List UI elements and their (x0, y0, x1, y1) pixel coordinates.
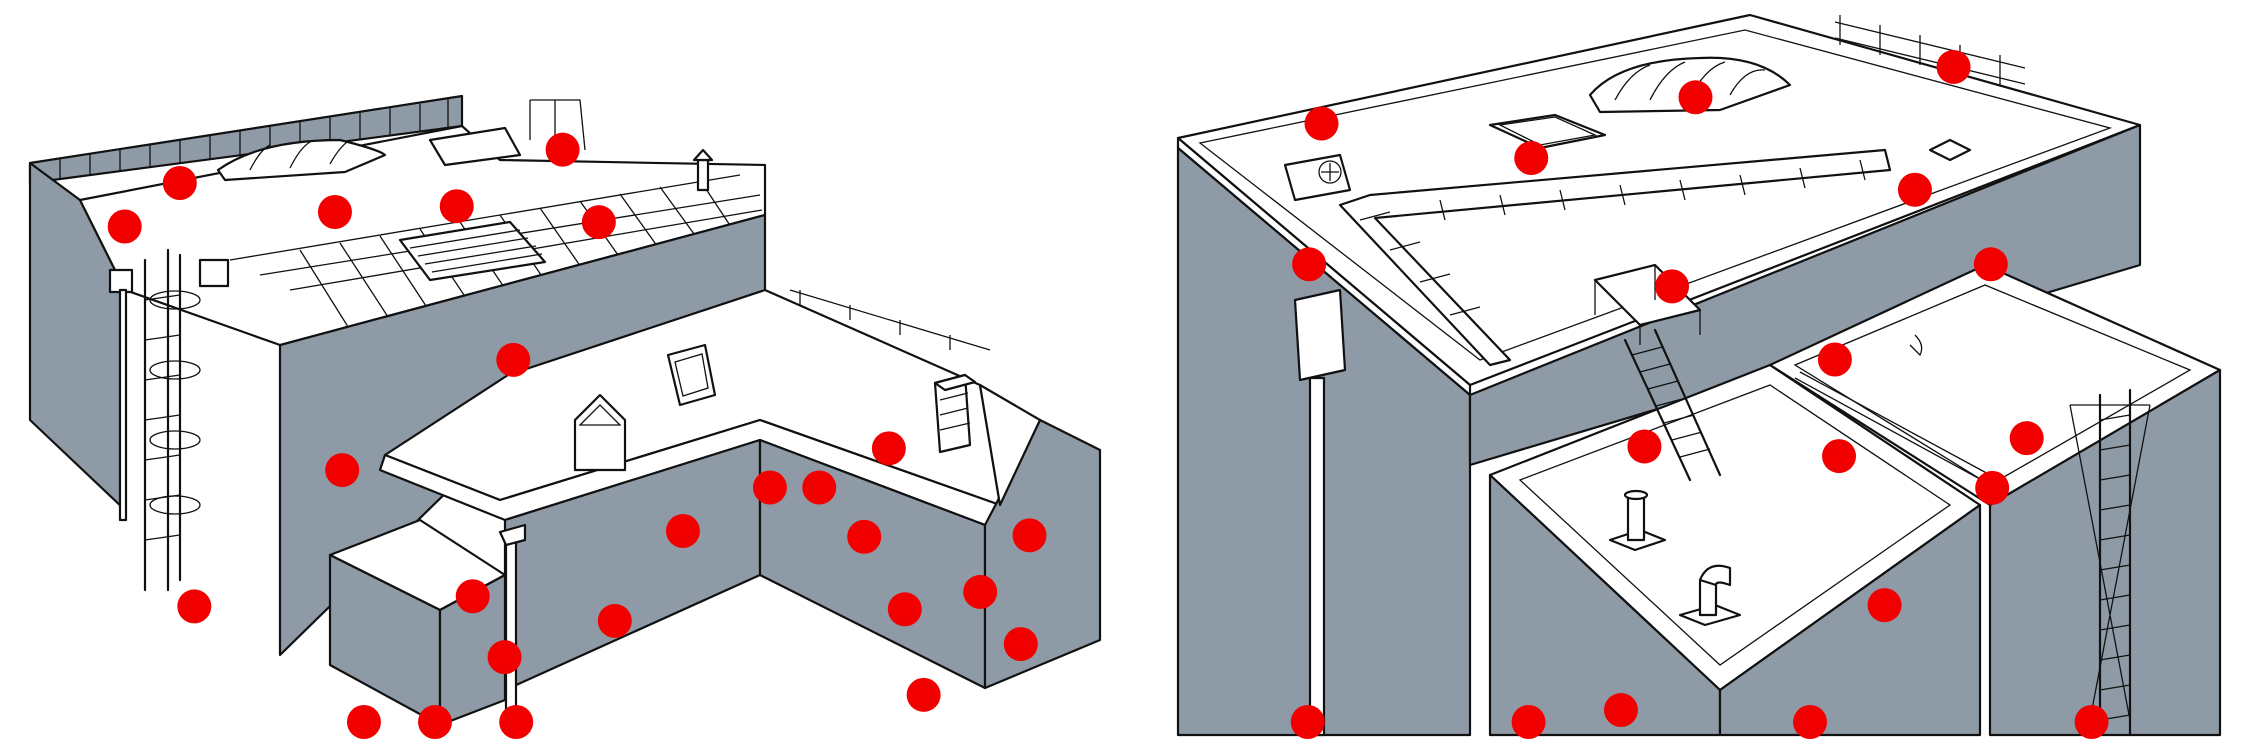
hazard-marker-left-19 (963, 574, 998, 609)
vent-icon (1678, 564, 1742, 627)
right-roof-hatch-small (1928, 138, 1972, 162)
right-annex-wall (1988, 368, 2222, 737)
hazard-marker-right-14 (1867, 588, 1902, 623)
hazard-marker-right-11 (1822, 439, 1857, 474)
chimney-icon (933, 373, 977, 454)
hazard-marker-left-20 (1012, 518, 1047, 553)
left-roof-hatch (428, 126, 522, 167)
hazard-marker-right-19 (2074, 705, 2109, 739)
left-building (28, 94, 1102, 727)
hazard-marker-left-3 (317, 195, 352, 229)
hazard-marker-left-16 (487, 640, 522, 675)
hazard-marker-left-5 (545, 132, 580, 167)
hazard-marker-left-24 (418, 705, 452, 739)
hazard-marker-left-7 (496, 342, 531, 377)
left-parapet-stripes (59, 99, 449, 179)
hazard-marker-left-14 (847, 519, 882, 554)
hazard-marker-right-17 (1290, 705, 1325, 739)
hazard-marker-right-10 (1627, 429, 1662, 464)
ladder-icon (108, 248, 230, 592)
left-lower-railing (789, 289, 991, 351)
hazard-marker-left-10 (665, 514, 700, 548)
right-building (1176, 13, 2222, 737)
hazard-marker-left-21 (1003, 627, 1038, 662)
hazard-marker-right-18 (1511, 705, 1546, 739)
marker-layer (107, 49, 2109, 739)
hazard-marker-left-8 (325, 453, 360, 488)
ac-unit-icon (1283, 153, 1352, 202)
vent-icon (1608, 489, 1667, 552)
hazard-marker-right-5 (1897, 172, 1932, 207)
ladder-icon (2069, 388, 2151, 737)
railing-icon (1834, 15, 2026, 85)
hazard-marker-right-9 (1817, 342, 1852, 377)
hazard-marker-left-12 (802, 470, 837, 505)
skylight-icon (216, 138, 387, 182)
hazard-marker-left-1 (162, 166, 197, 200)
walkway-icon (1338, 148, 1892, 367)
hazard-marker-right-6 (1292, 247, 1327, 282)
right-main-roof-inner (1198, 29, 2113, 361)
hazard-marker-left-13 (871, 431, 906, 466)
hazard-marker-right-12 (2009, 421, 2044, 456)
hazard-marker-left-2 (107, 209, 142, 244)
left-roof-grate (398, 220, 547, 282)
hazard-marker-right-7 (1655, 269, 1690, 304)
hazard-marker-left-4 (439, 189, 474, 224)
right-lower-wall-side (1718, 503, 1982, 737)
hazard-marker-left-15 (455, 579, 490, 614)
right-roof-hatch (1488, 113, 1607, 150)
hazard-marker-right-8 (1973, 247, 2008, 282)
hazard-marker-right-1 (1304, 106, 1339, 141)
hazard-marker-left-9 (177, 589, 212, 624)
hazard-marker-left-6 (581, 205, 616, 240)
hazard-marker-left-22 (906, 677, 941, 712)
electric-box-icon (1293, 288, 1347, 737)
hazard-marker-left-23 (346, 705, 381, 739)
left-roof-window (666, 343, 717, 407)
hazard-marker-left-17 (597, 603, 632, 638)
hazard-marker-left-25 (499, 705, 534, 739)
left-dormer (573, 393, 627, 472)
right-annex-details (1794, 334, 2006, 491)
hazard-marker-right-15 (1603, 693, 1638, 728)
right-annex-roof-inner (1793, 284, 2192, 486)
right-right-wall (1468, 123, 2142, 467)
hazard-marker-right-4 (1936, 49, 1971, 84)
hazard-marker-right-13 (1975, 470, 2010, 505)
hazard-marker-left-18 (887, 592, 922, 627)
left-lower-roof-ridge (978, 383, 1042, 507)
hazard-marker-right-2 (1678, 80, 1713, 115)
hazard-marker-right-16 (1793, 705, 1828, 739)
hazard-marker-right-3 (1514, 141, 1549, 176)
vent-icon (692, 148, 714, 192)
ladder-icon (1593, 263, 1722, 482)
hazard-marker-left-11 (752, 470, 787, 505)
